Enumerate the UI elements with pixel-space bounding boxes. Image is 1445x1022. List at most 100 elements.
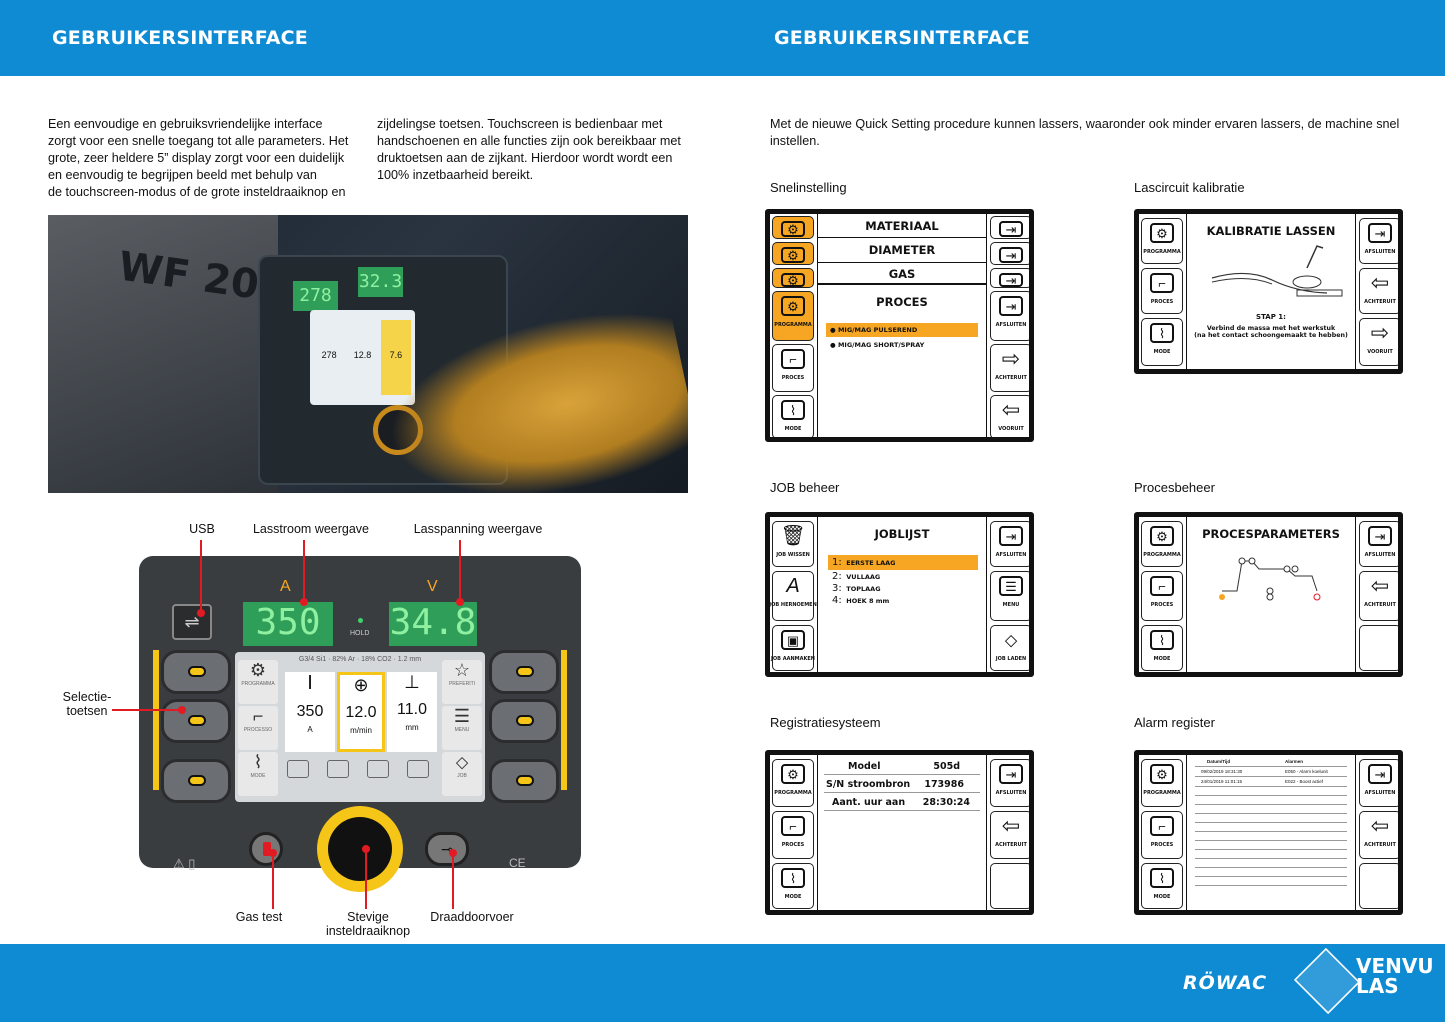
screen-btn-mode[interactable]: ⌇MODE xyxy=(238,752,278,796)
exit-button[interactable]: ⇥ xyxy=(990,216,1029,239)
mode-button[interactable]: ⌇MODE xyxy=(772,395,814,437)
afsluiten-button[interactable]: ⇥AFSLUITEN xyxy=(1359,218,1398,264)
row-diameter[interactable]: DIAMETER xyxy=(818,238,986,263)
proces-button[interactable]: ⌐PROCES xyxy=(1141,571,1183,621)
left-page-title: GEBRUIKERSINTERFACE xyxy=(52,27,308,49)
empty-slot[interactable] xyxy=(287,760,309,778)
job-item[interactable]: 3: TOPLAAG xyxy=(828,583,978,594)
usb-icon[interactable]: ⇌ xyxy=(172,604,212,640)
afsluiten-button[interactable]: ⇥AFSLUITEN xyxy=(990,759,1029,807)
row-materiaal[interactable]: MATERIAAL xyxy=(818,214,986,238)
photo-lcd-right: 32.3 xyxy=(358,267,403,297)
row-gas[interactable]: GAS xyxy=(818,263,986,285)
button-label: ACHTERUIT xyxy=(1364,842,1396,848)
right-page-title: GEBRUIKERSINTERFACE xyxy=(774,27,1030,49)
empty-slot[interactable] xyxy=(367,760,389,778)
mode-button[interactable]: ⌇MODE xyxy=(1141,863,1183,909)
vooruit-button[interactable]: ⇨VOORUIT xyxy=(1359,318,1398,366)
achteruit-button[interactable]: ⇨ACHTERUIT xyxy=(990,344,1029,392)
programma-button[interactable]: ⚙PROGRAMMA xyxy=(1141,218,1183,264)
afsluiten-button[interactable]: ⇥AFSLUITEN xyxy=(990,291,1029,341)
programma-button[interactable]: ⚙PROGRAMMA xyxy=(772,759,814,807)
touch-screen[interactable]: G3/4 Si1 · 82% Ar · 18% CO2 · 1.2 mm ⚙PR… xyxy=(235,652,485,802)
proces-button[interactable]: ⌐PROCES xyxy=(1141,268,1183,314)
content-area: MATERIAAL DIAMETER GAS PROCES ● MIG/MAG … xyxy=(817,214,987,437)
screen-btn-label: PREFERITI xyxy=(448,681,476,687)
exit-button[interactable]: ⇥ xyxy=(990,242,1029,265)
gear-button[interactable]: ⚙ xyxy=(772,268,814,288)
vooruit-button[interactable]: ⇦VOORUIT xyxy=(990,395,1029,437)
select-key-left-2[interactable] xyxy=(161,699,231,743)
screen-btn-menu[interactable]: ☰MENU xyxy=(442,706,482,750)
trigger-icon: ⌇ xyxy=(1150,630,1174,650)
empty-button[interactable] xyxy=(1359,863,1398,909)
afsluiten-button[interactable]: ⇥AFSLUITEN xyxy=(1359,521,1398,567)
alarm-date: 24/01/2019 11:01:15 xyxy=(1201,779,1242,784)
achteruit-button[interactable]: ⇦ACHTERUIT xyxy=(990,811,1029,859)
job-laden-button[interactable]: ⬦JOB LADEN xyxy=(990,625,1029,671)
empty-button[interactable] xyxy=(990,863,1029,909)
mode-button[interactable]: ⌇MODE xyxy=(772,863,814,909)
job-wissen-button[interactable]: 🗑JOB WISSEN xyxy=(772,521,814,567)
achteruit-button[interactable]: ⇦ACHTERUIT xyxy=(1359,811,1398,859)
callout-select-line1: Selectie- xyxy=(62,690,112,704)
callout-dot xyxy=(362,845,370,853)
gear-button[interactable]: ⚙ xyxy=(772,242,814,265)
gear-button[interactable]: ⚙ xyxy=(772,216,814,239)
select-key-left-3[interactable] xyxy=(161,759,231,803)
achteruit-button[interactable]: ⇦ACHTERUIT xyxy=(1359,571,1398,621)
option-selected[interactable]: ● MIG/MAG PULSEREND xyxy=(826,323,978,337)
adjust-knob[interactable] xyxy=(317,806,403,892)
achteruit-button[interactable]: ⇦ACHTERUIT xyxy=(1359,268,1398,314)
empty-slot[interactable] xyxy=(327,760,349,778)
job-item[interactable]: 2: VULLAAG xyxy=(828,571,978,582)
document-icon: ☰ xyxy=(999,576,1023,596)
intro-col2: zijdelingse toetsen. Touchscreen is bedi… xyxy=(377,116,697,184)
proces-button[interactable]: ⌐PROCES xyxy=(772,811,814,859)
screen-btn-programma[interactable]: ⚙PROGRAMMA xyxy=(238,660,278,704)
gas-test-button[interactable] xyxy=(249,832,283,866)
screen-btn-job[interactable]: ⬦JOB xyxy=(442,752,482,796)
job-aanmaken-button[interactable]: ▣JOB AANMAKEN xyxy=(771,625,815,671)
exit-button[interactable]: ⇥ xyxy=(990,268,1029,288)
job-num: 3: xyxy=(832,583,842,594)
right-column: ⇥AFSLUITEN ☰MENU ⬦JOB LADEN xyxy=(988,517,1029,672)
button-label: AFSLUITEN xyxy=(995,790,1027,796)
mode-button[interactable]: ⌇MODE xyxy=(1141,625,1183,671)
programma-button[interactable]: ⚙PROGRAMMA xyxy=(772,291,814,341)
select-key-right-2[interactable] xyxy=(489,699,559,743)
proces-button[interactable]: ⌐PROCES xyxy=(1141,811,1183,859)
star-icon: ☆ xyxy=(453,660,471,680)
screen-btn-processo[interactable]: ⌐PROCESSO xyxy=(238,706,278,750)
option[interactable]: ● MIG/MAG SHORT/SPRAY xyxy=(830,341,925,349)
control-panel: ⇌ A V 350 34.8 HOLD G3/4 Si1 · 82% Ar · … xyxy=(139,556,581,892)
wire-feed-button[interactable]: ⊸ xyxy=(425,832,469,866)
select-key-left-1[interactable] xyxy=(161,650,231,694)
programma-button[interactable]: ⚙PROGRAMMA xyxy=(1141,521,1183,567)
afsluiten-button[interactable]: ⇥AFSLUITEN xyxy=(1359,759,1398,807)
select-key-right-1[interactable] xyxy=(489,650,559,694)
menu-button[interactable]: ☰MENU xyxy=(990,571,1029,621)
screen-btn-preferiti[interactable]: ☆PREFERITI xyxy=(442,660,482,704)
job-item[interactable]: 4: HOEK 8 mm xyxy=(828,595,978,606)
job-num: 4: xyxy=(832,595,842,606)
empty-button[interactable] xyxy=(1359,625,1398,671)
knob-center xyxy=(328,817,392,881)
param-value: 350 xyxy=(296,703,324,720)
button-label: PROCES xyxy=(1150,299,1174,305)
button-label: PROCES xyxy=(1150,602,1174,608)
job-item-selected[interactable]: 1: EERSTE LAAG xyxy=(828,555,978,570)
job-num: 2: xyxy=(832,571,842,582)
empty-slot[interactable] xyxy=(407,760,429,778)
proces-button[interactable]: ⌐PROCES xyxy=(772,344,814,392)
programma-button[interactable]: ⚙PROGRAMMA xyxy=(1141,759,1183,807)
afsluiten-button[interactable]: ⇥AFSLUITEN xyxy=(990,521,1029,567)
select-key-right-3[interactable] xyxy=(489,759,559,803)
mode-button[interactable]: ⌇MODE xyxy=(1141,318,1183,366)
